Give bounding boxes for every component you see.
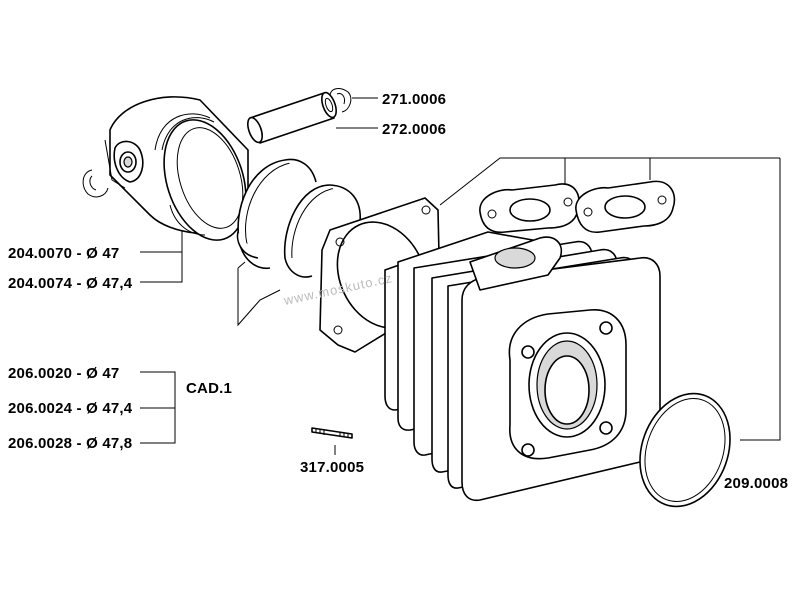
label-pin-clip: 271.0006 [382, 91, 446, 108]
piston-rings [236, 158, 361, 278]
label-ring-47: 206.0020 - Ø 47 [8, 365, 119, 382]
label-ring-47-8: 206.0028 - Ø 47,8 [8, 435, 132, 452]
leader-lines [140, 97, 781, 455]
port-gasket-1 [479, 183, 580, 234]
pin-clip-left [82, 169, 109, 198]
pin-clip-top [329, 88, 352, 113]
stud [311, 427, 353, 439]
label-head-gasket: 209.0008 [724, 475, 788, 492]
label-piston-pin: 272.0006 [382, 121, 446, 138]
piston [104, 96, 249, 241]
label-ring-47-4: 206.0024 - Ø 47,4 [8, 400, 133, 417]
piston-pin [247, 91, 337, 144]
head-gasket [639, 392, 731, 508]
label-piston-47: 204.0070 - Ø 47 [8, 245, 119, 262]
cylinder [384, 231, 661, 502]
label-stud: 317.0005 [300, 459, 364, 476]
port-gasket-2 [575, 180, 676, 234]
label-piston-47-4: 204.0074 - Ø 47,4 [8, 275, 133, 292]
label-ring-group: CAD.1 [186, 380, 232, 397]
